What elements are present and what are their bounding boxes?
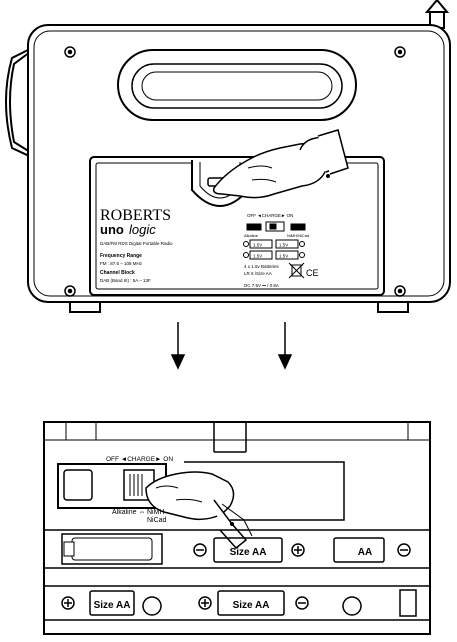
batteries-spec-line1: 4 x 1.5v Batteries: [244, 264, 280, 269]
detail-nimh-label-1: NiMH: [147, 509, 165, 516]
compartment-labels: OFF ◄CHARGE► ON Alkaline ⇔ NiMH NiCad Si…: [94, 456, 373, 611]
detail-nimh-label-2: NiCad: [147, 517, 167, 524]
dc-rating: DC 7.5V ⎓ / 0.8A: [244, 283, 279, 288]
detail-alkaline-label: Alkaline ⇔: [112, 509, 145, 516]
model-description: DAB/FM RDS Digital Portable Radio: [100, 241, 173, 246]
cell-label-lower-left: Size AA: [94, 600, 131, 611]
alkaline-label: Alkaline: [244, 233, 259, 238]
radio-rear-view: [5, 0, 451, 313]
product-name-prefix: uno: [100, 222, 124, 237]
cell-label-upper: Size AA: [230, 547, 267, 558]
radio-rating-label: ROBERTS uno logic DAB/FM RDS Digital Por…: [100, 207, 319, 288]
brand-name: ROBERTS: [100, 207, 171, 224]
cell-voltage-4: 1.5V: [279, 254, 288, 259]
ce-mark: CE: [306, 268, 319, 278]
battery-compartment-detail: [43, 421, 431, 635]
channel-block-value: DAB (Band III) : 5A – 13F: [100, 278, 151, 283]
frequency-range-value: FM : 87.5 – 108 MHz: [100, 261, 143, 266]
nimh-label: NiMH/NiCad: [287, 233, 309, 238]
cell-voltage-2: 1.5V: [279, 243, 288, 248]
detail-switch-heading: OFF ◄CHARGE► ON: [106, 456, 173, 463]
cell-voltage-3: 1.5V: [253, 254, 262, 259]
switch-heading: OFF ◄CHARGE► ON: [247, 213, 293, 218]
cell-label-upper-right: AA: [358, 547, 372, 558]
cell-label-lower-middle: Size AA: [233, 600, 270, 611]
channel-block-title: Channel Block: [100, 270, 135, 276]
batteries-spec-line2: LR 6 /Size AA: [244, 271, 272, 276]
arrow-down-icon: [170, 322, 293, 370]
cell-voltage-1: 1.5V: [253, 243, 262, 248]
product-name-suffix: logic: [129, 222, 156, 237]
frequency-range-title: Frequency Range: [100, 253, 142, 259]
